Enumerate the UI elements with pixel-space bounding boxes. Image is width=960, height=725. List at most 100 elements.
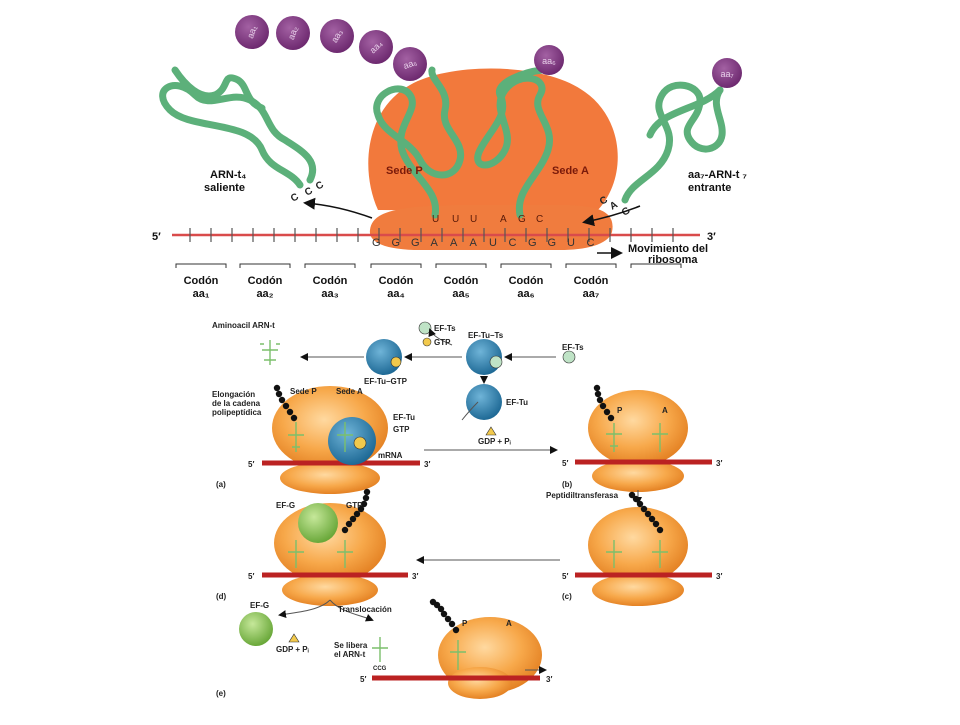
anticodon-p-3: U (470, 214, 477, 225)
mrna-base: C (587, 237, 595, 249)
sede-a-label: Sede A (336, 387, 363, 396)
site-p-label: Sede P (386, 165, 423, 177)
ccg-label: CCG (373, 666, 387, 672)
ef-ts-top-label: EF-Ts (434, 324, 456, 333)
ef-tu-ts-label: EF-Tu–Ts (468, 331, 504, 340)
peptide-bead (593, 384, 601, 392)
codon-aa: aa₅ (452, 288, 469, 300)
peptide-bead (286, 408, 294, 416)
peptide-bead (628, 491, 636, 499)
peptide-bead (278, 396, 286, 404)
movement-label-1: Movimiento del (628, 243, 708, 255)
gdp-pi-e-label: GDP + Pᵢ (276, 645, 309, 654)
ef-tu-panel-label: EF-Tu (393, 413, 415, 422)
p-label-e: P (462, 619, 468, 628)
mrna-strand (172, 228, 700, 242)
anticodon-p-1: U (432, 214, 439, 225)
codon-aa: aa₇ (583, 288, 600, 300)
ef-ts-right-icon (562, 350, 576, 364)
codon-word: Codón (184, 275, 219, 287)
polypeptide-chain: aa₁ aa₂ aa₃ aa₄ aa₅ (235, 15, 427, 81)
mrna-base: G (548, 237, 557, 249)
amino-acid-4 (359, 30, 393, 64)
anticodon-out-1: C (314, 179, 326, 192)
ef-g-label: EF-G (276, 501, 295, 510)
three-prime-top: 3′ (707, 231, 716, 243)
mrna-base: G (411, 237, 420, 249)
peptide-bead (282, 402, 290, 410)
peptide-bead (452, 626, 460, 634)
ef-tu-gtp-label: EF-Tu–GTP (364, 377, 408, 386)
peptide-bead (640, 505, 648, 513)
a-label-e: A (506, 619, 512, 628)
mrna-base: G (528, 237, 537, 249)
elongation-label-2: de la cadena (212, 399, 261, 408)
codon-word: Codón (509, 275, 544, 287)
amino-acid-2 (276, 16, 310, 50)
panel-a (262, 386, 420, 494)
codon-bracket (370, 263, 422, 268)
se-libera-label-2: el ARN-t (334, 650, 366, 659)
peptide-bead (440, 610, 448, 618)
codon-aa: aa₆ (517, 288, 534, 300)
peptide-bead (362, 494, 370, 502)
fig-label-c: (c) (562, 592, 572, 601)
anticodon-in-1: C (598, 194, 610, 207)
fig-label-e: (e) (216, 689, 226, 698)
site-a-label: Sede A (552, 165, 589, 177)
three-b: 3′ (716, 459, 722, 468)
anticodon-a-2: G (518, 214, 526, 225)
peptide-bead (644, 510, 652, 518)
anticodon-a-1: A (500, 214, 507, 225)
mrna-base: U (567, 237, 575, 249)
ef-g-e-label: EF-G (250, 601, 269, 610)
ef-g-free-icon (239, 612, 273, 646)
movement-label-2: ribosoma (648, 254, 698, 266)
trna-in-label-1: aa₇-ARN-t ₇ (688, 169, 747, 181)
panel-e (372, 617, 542, 699)
aminoacil-label: Aminoacil ARN-t (212, 321, 275, 330)
peptide-bead (656, 526, 664, 534)
peptide-bead (353, 510, 361, 518)
gtp-panel-label: GTP (393, 425, 410, 434)
elongation-label-3: polipeptídica (212, 408, 262, 417)
codon-word: Codón (313, 275, 348, 287)
amino-acid-5 (393, 47, 427, 81)
mrna-base: G (372, 237, 381, 249)
gdp-e-icon (288, 633, 300, 643)
bottom-arrows (278, 328, 642, 674)
anticodon-out-2: C (303, 185, 315, 198)
codon-bracket (175, 263, 227, 268)
translocacion-label: Translocación (338, 605, 392, 614)
amino-acid-1 (235, 15, 269, 49)
five-c: 5′ (562, 572, 568, 581)
peptide-bead (290, 414, 298, 422)
a-label-b: A (662, 406, 668, 415)
three-c: 3′ (716, 572, 722, 581)
peptide-bead (652, 520, 660, 528)
fig-label-b: (b) (562, 480, 573, 489)
peptide-bead (360, 500, 368, 508)
fig-label-d: (d) (216, 592, 227, 601)
mrna-base: A (431, 237, 439, 249)
trna-out-label-1: ARN-t₄ (210, 169, 246, 181)
elongation-label-1: Elongación (212, 390, 255, 399)
five-d: 5′ (248, 572, 254, 581)
gtp-top-label: GTP (434, 338, 451, 347)
gdp-pi-label: GDP + Pᵢ (478, 437, 511, 446)
codon-word: Codón (444, 275, 479, 287)
peptide-bead (599, 402, 607, 410)
three-d: 3′ (412, 572, 418, 581)
peptide-bead (607, 414, 615, 422)
ef-ts-top-icon (418, 321, 432, 335)
peptide-bead (363, 488, 371, 496)
anticodon-a-3: C (536, 214, 543, 225)
amino-acid-7 (712, 58, 742, 88)
three-a: 3′ (424, 460, 430, 469)
peptide-bead (357, 505, 365, 513)
ef-tu-icon (466, 384, 502, 420)
trna-ribbons (159, 66, 726, 219)
anticodon-out-3: C (289, 191, 301, 204)
peptide-bead (345, 520, 353, 528)
